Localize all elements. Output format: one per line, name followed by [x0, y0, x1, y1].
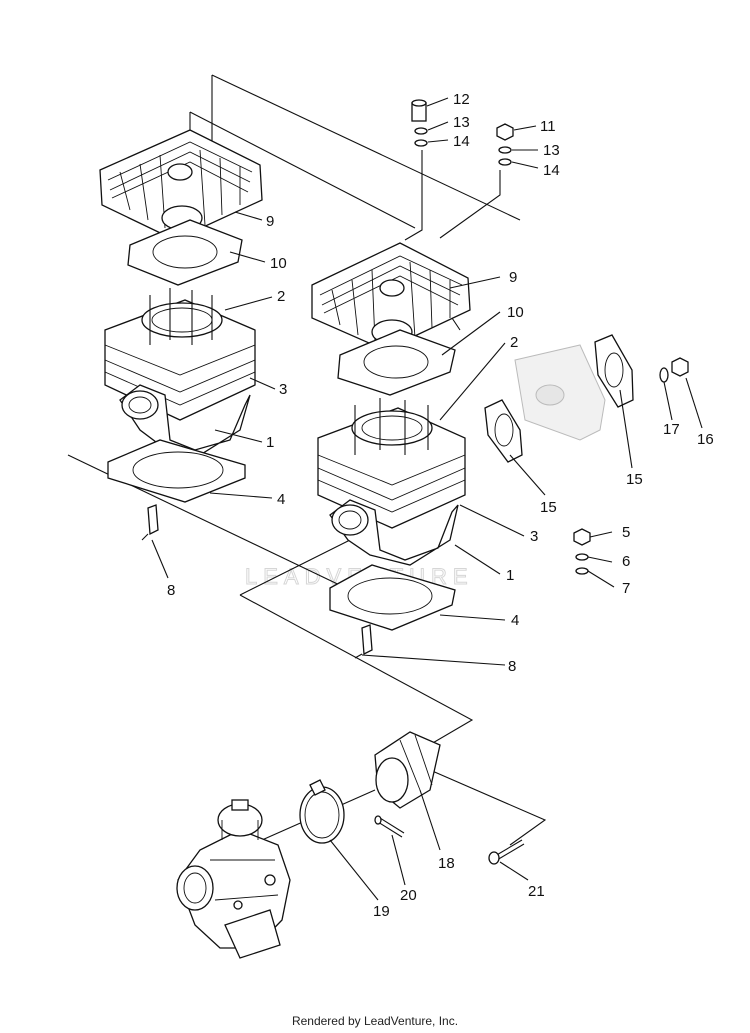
nut-16: [671, 357, 689, 377]
washer-7: [575, 567, 589, 575]
nut-5: [573, 528, 591, 546]
callout-13: 13: [453, 114, 470, 131]
left-bolt: [141, 504, 159, 541]
leader-lines: [151, 97, 703, 901]
callout-16: 16: [697, 431, 714, 448]
callout-19: 19: [373, 903, 390, 920]
right-base-gasket: [329, 564, 456, 631]
left-cylinder-head: [99, 129, 263, 241]
washer-14b: [498, 158, 512, 166]
callout-4: 4: [277, 491, 285, 508]
right-head-gasket: [337, 329, 456, 396]
callout-15: 15: [540, 499, 557, 516]
washer-14a: [414, 139, 428, 147]
callout-15: 15: [626, 471, 643, 488]
callout-3: 3: [279, 381, 287, 398]
callout-17: 17: [663, 421, 680, 438]
footer-credit: Rendered by LeadVenture, Inc.: [291, 1014, 459, 1028]
callout-5: 5: [622, 524, 630, 541]
callout-14: 14: [543, 162, 560, 179]
right-cylinder: [317, 398, 466, 566]
callout-8: 8: [508, 658, 516, 675]
callout-10: 10: [270, 255, 287, 272]
intake-boot: [374, 731, 441, 809]
callout-10: 10: [507, 304, 524, 321]
clamp-screw: [374, 815, 405, 838]
left-head-gasket: [127, 219, 243, 286]
washer-6: [575, 553, 589, 561]
callout-18: 18: [438, 855, 455, 872]
carburetor: [176, 799, 291, 959]
callout-21: 21: [528, 883, 545, 900]
callout-1: 1: [506, 567, 514, 584]
callout-1: 1: [266, 434, 274, 451]
clamp: [299, 779, 345, 844]
callout-3: 3: [530, 528, 538, 545]
washer-13a: [414, 127, 428, 135]
callout-2: 2: [277, 288, 285, 305]
callout-14: 14: [453, 133, 470, 150]
callout-20: 20: [400, 887, 417, 904]
callout-7: 7: [622, 580, 630, 597]
callout-11: 11: [540, 118, 556, 135]
callout-13: 13: [543, 142, 560, 159]
right-cylinder-head: [311, 242, 471, 351]
top-nut-12: [411, 99, 427, 122]
exhaust-manifold-ghost: [514, 344, 606, 441]
washer-17: [659, 367, 669, 383]
right-bolt: [354, 624, 373, 659]
callout-9: 9: [266, 213, 274, 230]
exhaust-gasket-right: [594, 334, 634, 408]
callout-8: 8: [167, 582, 175, 599]
exhaust-gasket-left: [484, 399, 523, 463]
callout-4: 4: [511, 612, 519, 629]
callout-6: 6: [622, 553, 630, 570]
nut-11: [496, 123, 514, 141]
callout-labels: 12 13 14 11 13 14 9 10 2 3 1 4 8 9 10 2 …: [167, 91, 714, 920]
callout-12: 12: [453, 91, 470, 108]
washer-13b: [498, 146, 512, 154]
mount-bolt: [488, 839, 525, 865]
left-base-gasket: [107, 439, 246, 503]
left-cylinder: [104, 288, 256, 456]
callout-2: 2: [510, 334, 518, 351]
callout-9: 9: [509, 269, 517, 286]
